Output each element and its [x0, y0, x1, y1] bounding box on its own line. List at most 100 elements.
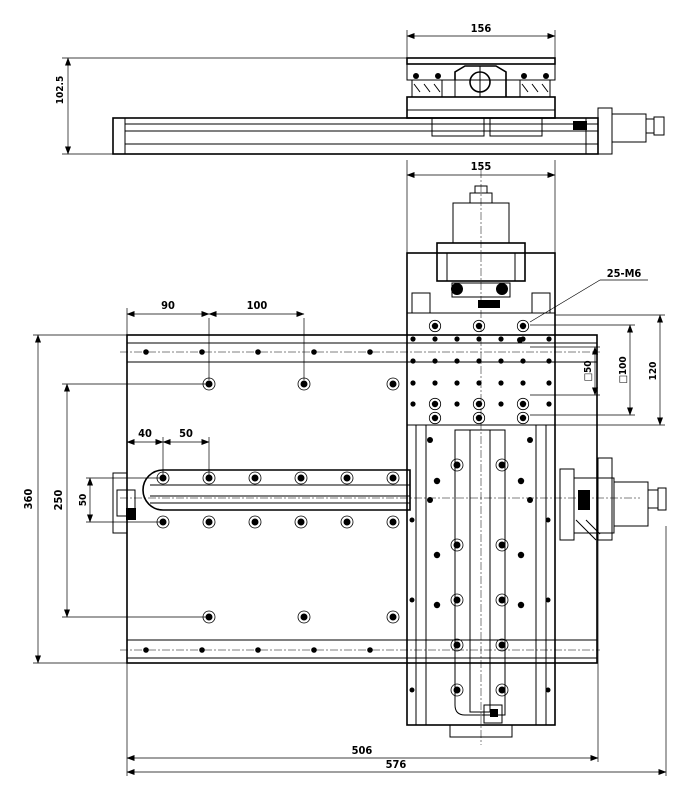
- hole: [545, 517, 551, 523]
- dim-span-50: 50: [179, 427, 193, 440]
- dim-length-576: 576: [386, 758, 407, 771]
- hole-ring: [472, 411, 486, 425]
- hole-ring: [297, 610, 311, 624]
- hole: [311, 647, 317, 653]
- hole-ring: [248, 471, 262, 485]
- hole-ring: [386, 515, 400, 529]
- dim-height-360: 360: [22, 489, 35, 510]
- hole: [498, 401, 504, 407]
- hole-ring: [472, 397, 486, 411]
- hole: [410, 401, 416, 407]
- side-view: 156 102.5: [55, 22, 665, 155]
- dim-square-100: □100: [618, 356, 629, 383]
- hole: [389, 474, 397, 482]
- dim-span-100: 100: [247, 299, 268, 312]
- hole: [453, 596, 461, 604]
- hole-ring: [428, 397, 442, 411]
- hole: [410, 358, 416, 364]
- hole: [527, 497, 533, 503]
- hole: [498, 686, 506, 694]
- dim-height-250: 250: [52, 490, 65, 511]
- hole-ring: [495, 683, 509, 697]
- hole: [431, 400, 439, 408]
- hole: [546, 358, 552, 364]
- hole-ring: [202, 377, 216, 391]
- hole: [410, 380, 416, 386]
- hole: [367, 647, 373, 653]
- hole-ring: [340, 515, 354, 529]
- hole-ring: [516, 411, 530, 425]
- hole: [476, 380, 482, 386]
- hole: [409, 517, 415, 523]
- hole-ring: [450, 638, 464, 652]
- hole: [343, 518, 351, 526]
- hole: [199, 349, 205, 355]
- hole: [453, 686, 461, 694]
- hole: [433, 477, 441, 485]
- hole: [311, 349, 317, 355]
- hole-ring: [428, 411, 442, 425]
- hole: [343, 474, 351, 482]
- hole-ring: [516, 397, 530, 411]
- hole: [520, 380, 526, 386]
- hole-ring: [472, 319, 486, 333]
- hole: [546, 401, 552, 407]
- hole: [527, 437, 533, 443]
- hole: [251, 518, 259, 526]
- hole: [410, 336, 416, 342]
- hole: [546, 336, 552, 342]
- hole: [300, 613, 308, 621]
- hole: [476, 358, 482, 364]
- hole-ring: [495, 458, 509, 472]
- hole-ring: [428, 319, 442, 333]
- hole: [389, 613, 397, 621]
- hole: [159, 518, 167, 526]
- hole: [517, 551, 525, 559]
- hole: [251, 474, 259, 482]
- hole: [498, 541, 506, 549]
- hole-ring: [202, 515, 216, 529]
- hole: [498, 641, 506, 649]
- mounting-holes: [143, 319, 552, 697]
- hole-ring: [495, 593, 509, 607]
- hole-ring: [386, 610, 400, 624]
- hole: [519, 400, 527, 408]
- hole: [389, 518, 397, 526]
- dim-side-height: 102.5: [55, 76, 66, 104]
- hole: [205, 518, 213, 526]
- hole: [454, 401, 460, 407]
- hole-ring: [386, 377, 400, 391]
- hole: [431, 322, 439, 330]
- hole: [545, 687, 551, 693]
- hole-ring: [202, 610, 216, 624]
- hole: [475, 414, 483, 422]
- hole: [300, 380, 308, 388]
- hole: [205, 380, 213, 388]
- dim-span-90: 90: [161, 299, 175, 312]
- hole-ring: [450, 458, 464, 472]
- dim-side-width: 156: [471, 22, 492, 35]
- hole: [367, 349, 373, 355]
- hole: [432, 336, 438, 342]
- hole: [297, 518, 305, 526]
- hole: [199, 647, 205, 653]
- hole: [255, 647, 261, 653]
- hole: [454, 358, 460, 364]
- dim-carriage-width: 155: [471, 160, 492, 173]
- hole-ring: [516, 319, 530, 333]
- hole-ring: [450, 683, 464, 697]
- hole: [409, 597, 415, 603]
- hole-ring: [248, 515, 262, 529]
- hole: [432, 358, 438, 364]
- hole: [205, 474, 213, 482]
- hole: [159, 474, 167, 482]
- hole: [427, 437, 433, 443]
- hole: [454, 336, 460, 342]
- hole: [453, 541, 461, 549]
- hole-ring: [340, 471, 354, 485]
- hole: [255, 349, 261, 355]
- hole: [498, 596, 506, 604]
- hole: [433, 551, 441, 559]
- hole: [519, 414, 527, 422]
